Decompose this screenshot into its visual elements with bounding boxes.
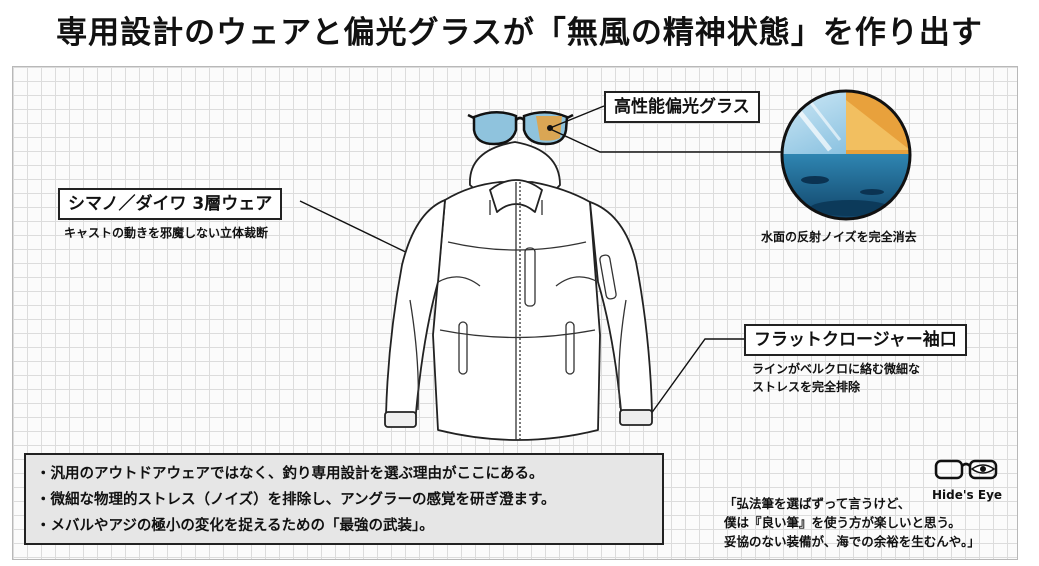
- summary-box: ・汎用のアウトドアウェアではなく、釣り専用設計を選ぶ理由がここにある。 ・微細な…: [24, 453, 664, 545]
- cuff-sub-2: ストレスを完全排除: [752, 380, 861, 394]
- bullet-item: ・微細な物理的ストレス（ノイズ）を排除し、アングラーの感覚を研ぎ澄ます。: [36, 492, 556, 508]
- jacket-details: [409, 182, 627, 440]
- quote-line: 「弘法筆を選ばずって言うけど、: [724, 496, 911, 511]
- glasses-label: 高性能偏光グラス: [604, 91, 760, 123]
- page-title: 専用設計のウェアと偏光グラスが「無風の精神状態」を作り出す: [56, 15, 983, 51]
- brand-name: Hide's Eye: [932, 488, 1003, 502]
- brand-glasses-icon: [934, 459, 998, 480]
- cuff-label: フラットクロージャー袖口: [744, 324, 967, 356]
- quote-box: 「弘法筆を選ばずって言うけど、 僕は『良い筆』を使う方が楽しいと思う。 妥協のな…: [724, 494, 980, 551]
- glasses-sub: 水面の反射ノイズを完全消去: [761, 230, 917, 244]
- quote-line: 妥協のない装備が、海での余裕を生むんや。」: [724, 534, 980, 549]
- bullet-item: ・メバルやアジの極小の変化を捉えるための「最強の武装」。: [36, 518, 434, 534]
- bullet-item: ・汎用のアウトドアウェアではなく、釣り専用設計を選ぶ理由がここにある。: [36, 466, 544, 482]
- water-view-icon: [780, 89, 912, 221]
- wear-label: シマノ／ダイワ 3層ウェア: [58, 188, 283, 220]
- jacket-illustration: [384, 141, 653, 441]
- leader-lines: [299, 105, 782, 419]
- cuff-sub-1: ラインがベルクロに絡む微細な: [752, 362, 921, 376]
- wear-sub: キャストの動きを邪魔しない立体裁断: [64, 226, 269, 240]
- quote-line: 僕は『良い筆』を使う方が楽しいと思う。: [724, 515, 961, 530]
- glasses-icon: [467, 111, 574, 146]
